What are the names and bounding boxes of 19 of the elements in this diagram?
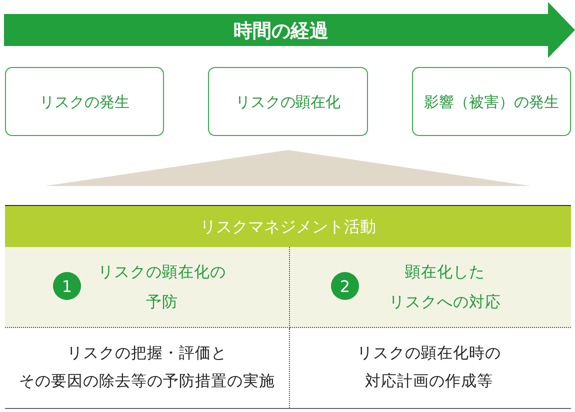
stage-box bbox=[208, 67, 368, 136]
timeline-arrow bbox=[4, 2, 575, 58]
callout-wedge bbox=[45, 150, 531, 186]
cell-heading: リスクの顕在化の予防 bbox=[98, 262, 226, 313]
timeline-label: 時間の経過 bbox=[234, 20, 328, 42]
stage-label: リスクの発生 bbox=[40, 92, 130, 110]
stage-box bbox=[412, 67, 571, 136]
stage-label: リスクの顕在化 bbox=[236, 92, 340, 110]
number-badge: 1 bbox=[53, 272, 81, 300]
table-frame bbox=[5, 205, 571, 409]
cell-text: リスクの顕在化時の対応計画の作成等 bbox=[357, 343, 501, 392]
table-header: リスクマネジメント活動 bbox=[5, 206, 571, 247]
stage-label: 影響（被害）の発生 bbox=[424, 92, 559, 110]
stage-box bbox=[5, 67, 164, 136]
cell-text: リスクの把握・評価とその要因の除去等の予防措置の実施 bbox=[19, 343, 275, 392]
cell-heading: 顕在化したリスクへの対応 bbox=[389, 262, 501, 313]
number-badge: 2 bbox=[331, 272, 359, 300]
table-cell bbox=[5, 247, 290, 328]
table-cell bbox=[290, 247, 571, 328]
